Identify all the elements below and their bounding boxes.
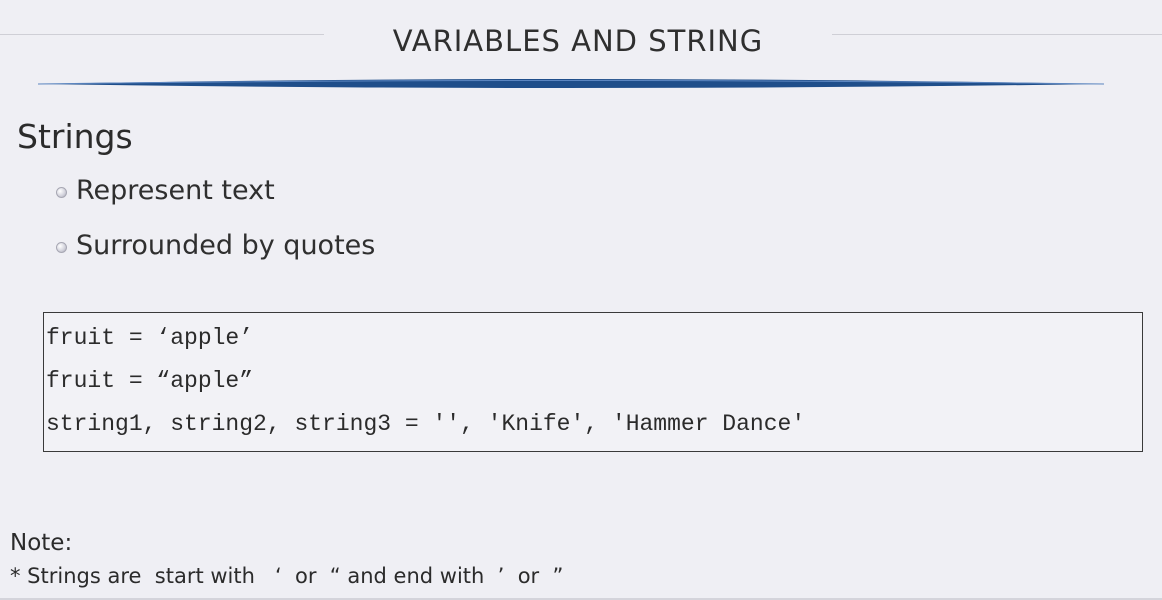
slide-title: VARIABLES AND STRING bbox=[392, 24, 764, 58]
note-label: Note: bbox=[10, 530, 73, 556]
bullet-dot-icon bbox=[56, 242, 67, 253]
bullet-text: Represent text bbox=[76, 175, 275, 206]
code-line: fruit = ‘apple’ bbox=[46, 325, 254, 351]
bullet-text: Surrounded by quotes bbox=[76, 230, 376, 261]
code-example-box: fruit = ‘apple’ fruit = “apple” string1,… bbox=[43, 312, 1143, 452]
note-text: * Strings are start with ‘ or “ and end … bbox=[10, 564, 564, 588]
title-underline bbox=[37, 79, 1105, 88]
code-line: fruit = “apple” bbox=[46, 368, 254, 394]
bullet-item: Surrounded by quotes bbox=[56, 230, 375, 261]
bullet-item: Represent text bbox=[56, 175, 275, 206]
section-heading: Strings bbox=[17, 117, 133, 156]
bottom-divider bbox=[0, 598, 1162, 600]
bullet-dot-icon bbox=[56, 187, 67, 198]
header-divider-left bbox=[0, 34, 324, 35]
code-line: string1, string2, string3 = '', 'Knife',… bbox=[46, 411, 806, 437]
header-divider-right bbox=[832, 34, 1162, 35]
